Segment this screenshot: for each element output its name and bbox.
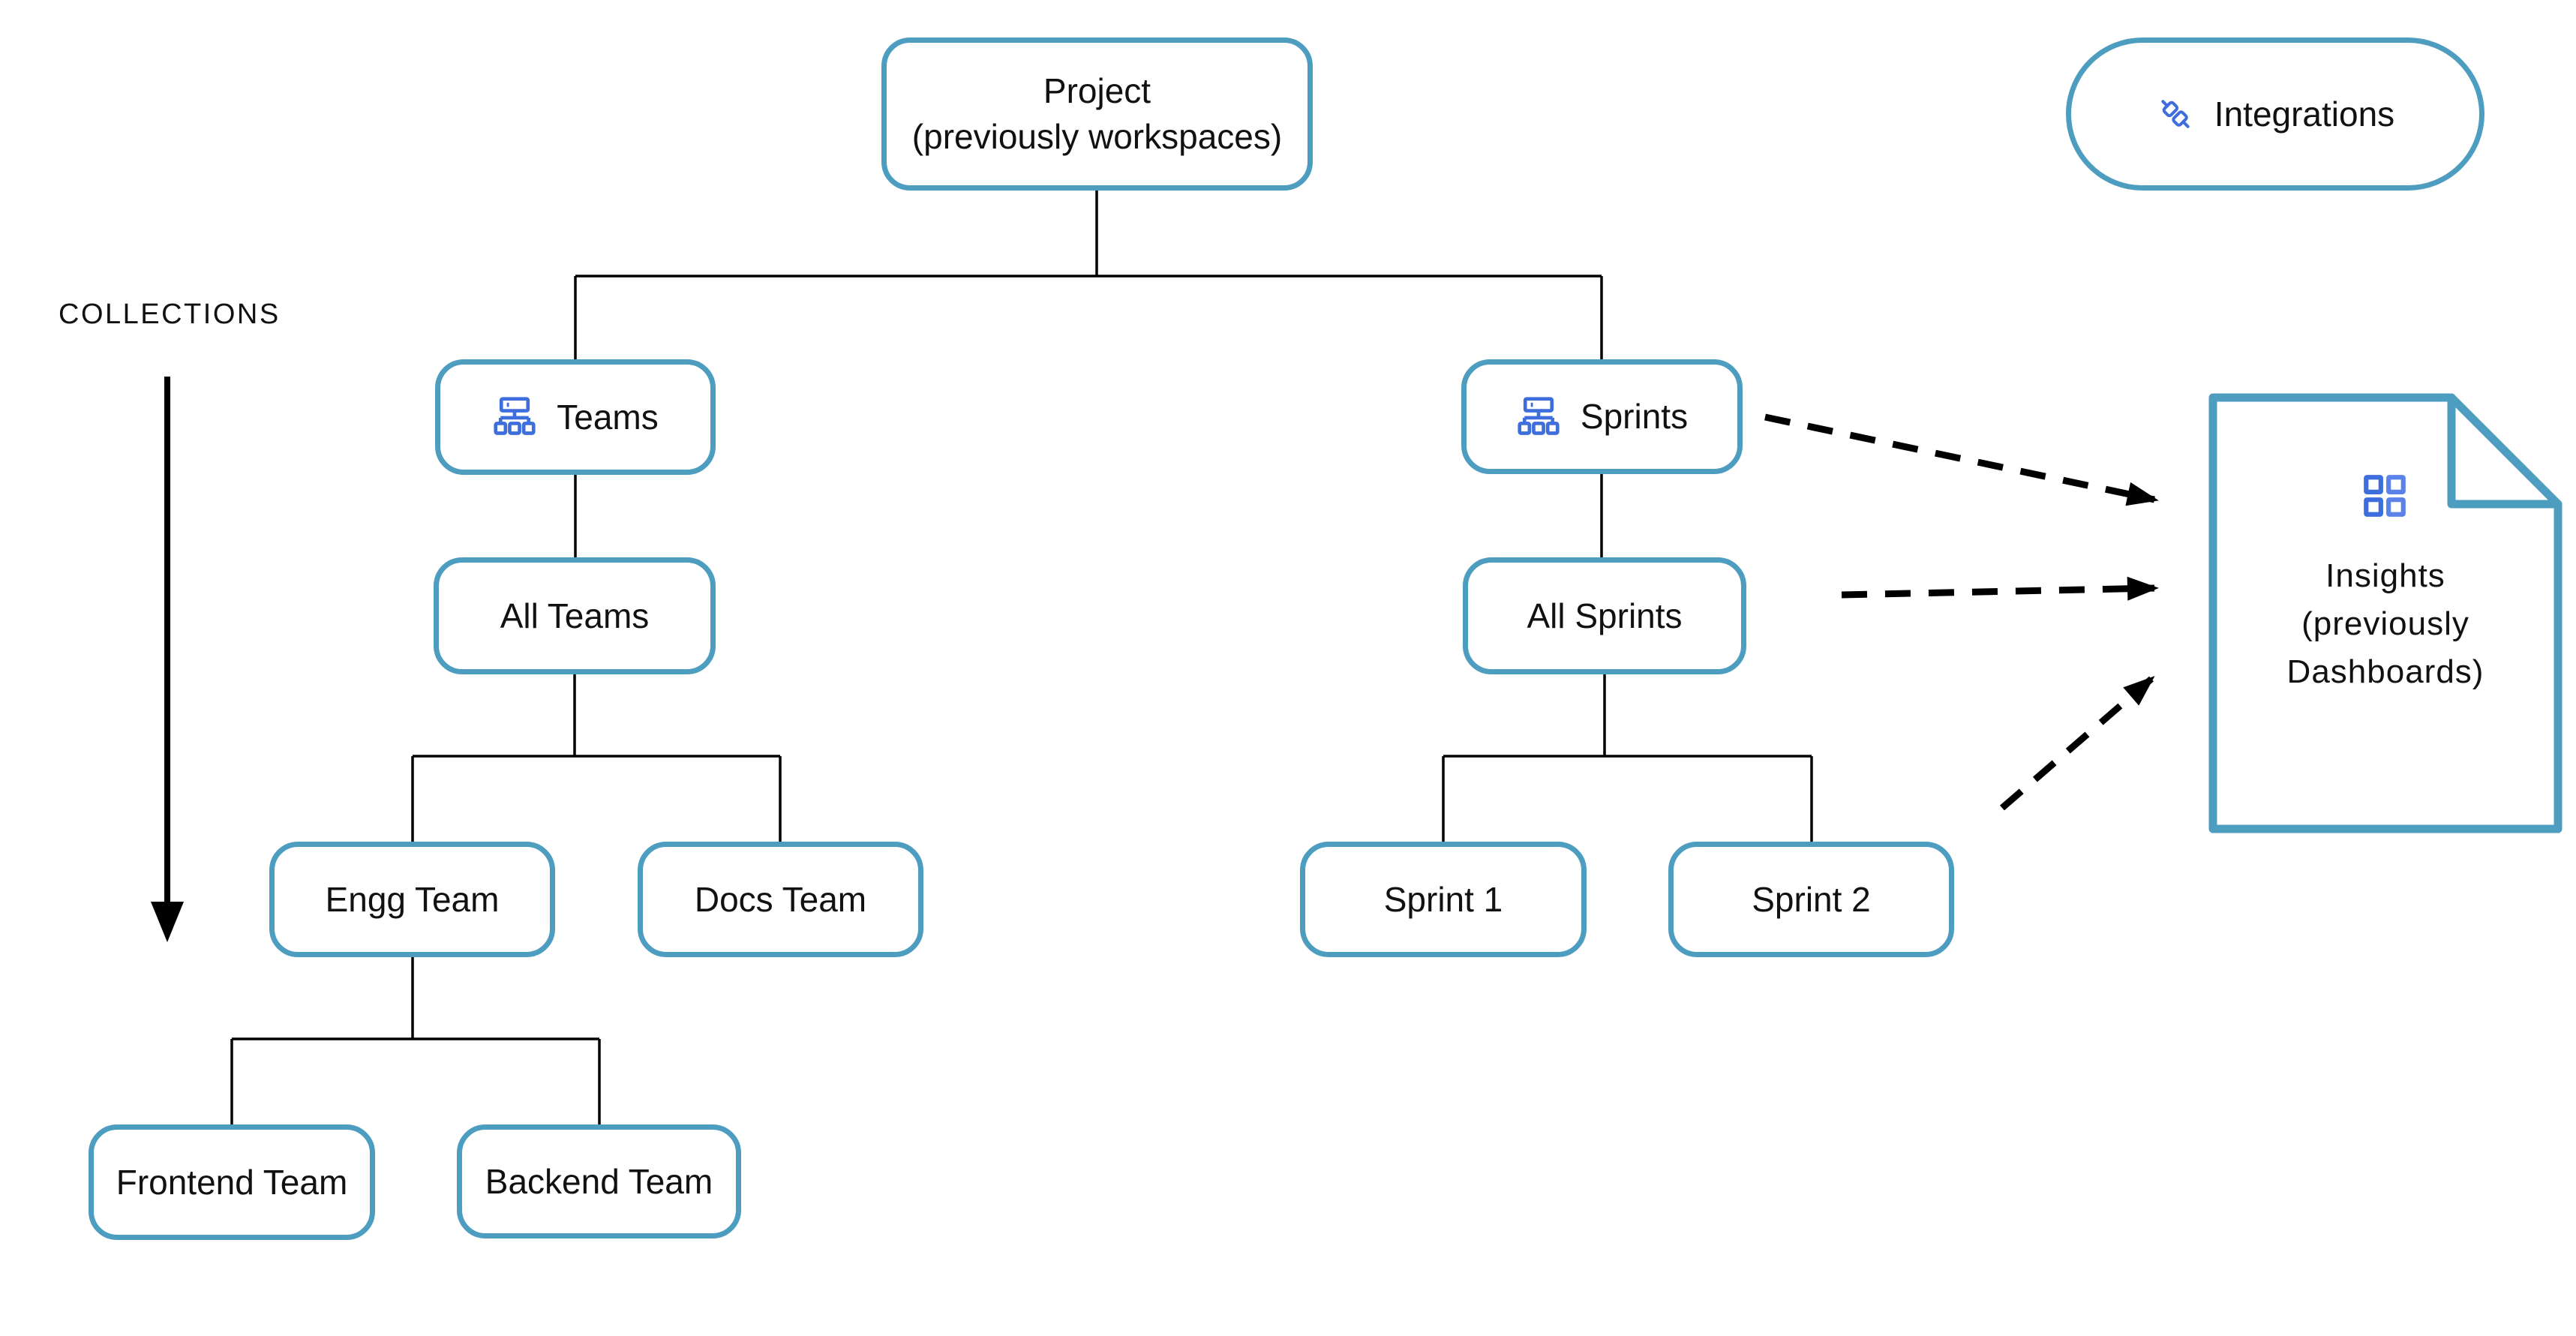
node-sprints: Sprints — [1461, 359, 1743, 474]
engg-team-label: Engg Team — [325, 879, 500, 919]
docs-team-label: Docs Team — [694, 879, 867, 919]
arrow-sprint2-to-insights — [2000, 676, 2155, 811]
sitemap-icon — [492, 395, 537, 439]
frontend-team-label: Frontend Team — [116, 1162, 348, 1202]
node-docs-team: Docs Team — [638, 842, 923, 957]
insights-line1: Insights — [2325, 557, 2445, 594]
node-sprint-1: Sprint 1 — [1300, 842, 1587, 957]
node-all-sprints: All Sprints — [1463, 557, 1746, 674]
node-teams: Teams — [435, 359, 716, 475]
insights-document-shape — [2208, 393, 2562, 833]
node-all-teams: All Teams — [434, 557, 716, 674]
insights-line2: (previously — [2301, 605, 2469, 642]
integrations-label: Integrations — [2214, 94, 2395, 134]
all-sprints-label: All Sprints — [1527, 596, 1683, 635]
tree-connectors — [230, 190, 1813, 1124]
plug-icon — [2156, 95, 2195, 134]
node-engg-team: Engg Team — [269, 842, 555, 957]
sprint-2-label: Sprint 2 — [1752, 879, 1871, 919]
node-frontend-team: Frontend Team — [89, 1124, 375, 1240]
all-teams-label: All Teams — [500, 596, 650, 635]
project-title: Project — [1043, 71, 1151, 111]
collections-arrow — [151, 377, 184, 942]
node-project: Project (previously workspaces) — [881, 38, 1313, 191]
dashed-arrows — [1764, 413, 2159, 811]
project-subtitle: (previously workspaces) — [911, 117, 1283, 156]
sitemap-icon — [1516, 395, 1561, 439]
arrow-sprints-to-insights — [1764, 413, 2159, 506]
sprint-1-label: Sprint 1 — [1383, 879, 1503, 919]
collections-label: COLLECTIONS — [59, 299, 281, 330]
teams-label: Teams — [557, 397, 659, 437]
arrow-allsprints-to-insights — [1841, 576, 2159, 601]
node-sprint-2: Sprint 2 — [1668, 842, 1954, 957]
dashboard-grid-icon — [2360, 471, 2409, 521]
node-backend-team: Backend Team — [457, 1124, 741, 1238]
insights-line3: Dashboards) — [2286, 653, 2484, 690]
backend-team-label: Backend Team — [485, 1161, 713, 1201]
insights-label: Insights (previously Dashboards) — [2213, 552, 2558, 696]
node-integrations: Integrations — [2066, 38, 2484, 191]
sprints-label: Sprints — [1580, 397, 1689, 437]
